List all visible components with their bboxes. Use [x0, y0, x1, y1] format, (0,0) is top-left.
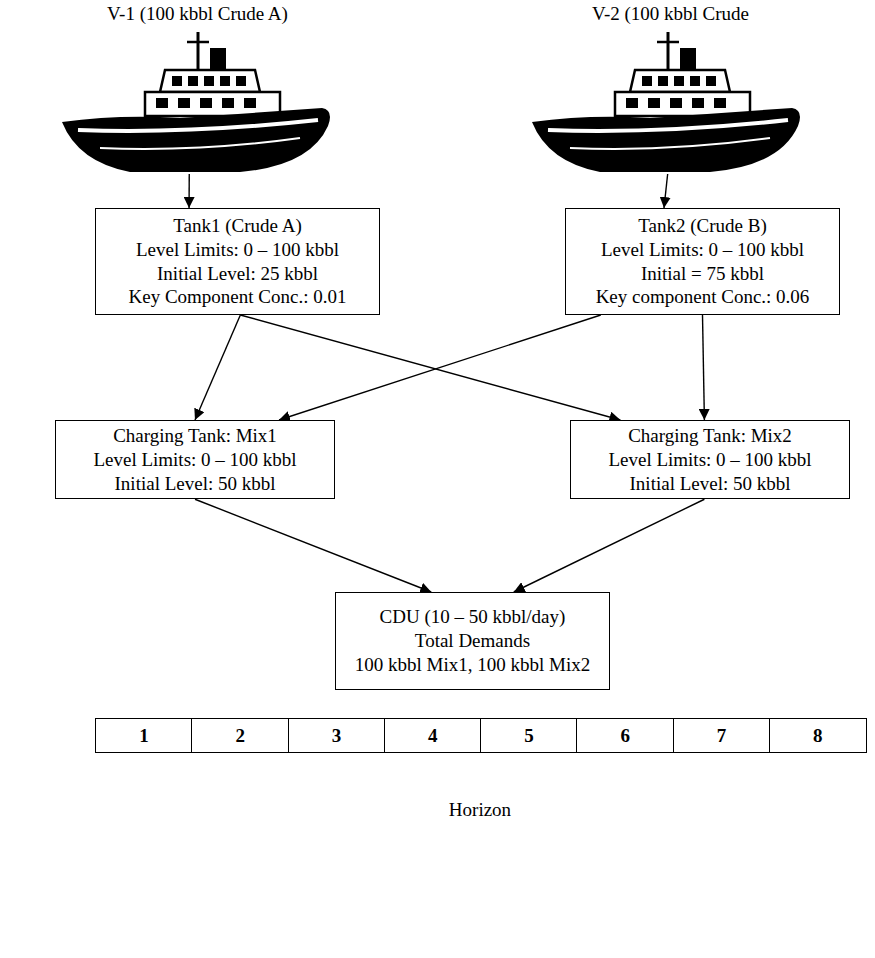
horizon-cell: 7	[673, 718, 771, 753]
charging-tank-box: Charging Tank: Mix1Level Limits: 0 – 100…	[55, 420, 335, 499]
flow-arrow	[188, 174, 190, 208]
tugboat-illustration	[530, 30, 805, 175]
flow-arrow	[240, 315, 620, 420]
node-detail: Key component Conc.: 0.06	[596, 285, 810, 309]
vessel-node: V-1 (100 kbbl Crude A)	[60, 2, 335, 174]
charging-tank-box: Charging Tank: Mix2Level Limits: 0 – 100…	[570, 420, 850, 499]
horizon-cell: 5	[480, 718, 578, 753]
flow-arrow	[195, 315, 240, 420]
node-detail: Level Limits: 0 – 100 kbbl	[136, 238, 339, 262]
horizon-cell: 3	[288, 718, 386, 753]
node-detail: Initial Level: 25 kbbl	[157, 262, 318, 286]
node-detail: 100 kbbl Mix1, 100 kbbl Mix2	[355, 653, 590, 677]
flow-arrow	[514, 499, 705, 592]
node-detail: Initial Level: 50 kbbl	[630, 472, 791, 496]
horizon-cell: 8	[769, 718, 867, 753]
node-heading: Tank2 (Crude B)	[638, 214, 766, 238]
flow-arrow	[703, 315, 705, 420]
storage-tank-box: Tank2 (Crude B)Level Limits: 0 – 100 kbb…	[565, 208, 840, 315]
horizon-cell: 4	[384, 718, 482, 753]
node-heading: Charging Tank: Mix2	[628, 424, 792, 448]
tugboat-illustration	[60, 30, 335, 175]
node-detail: Level Limits: 0 – 100 kbbl	[601, 238, 804, 262]
horizon-cell: 2	[191, 718, 289, 753]
node-detail: Initial Level: 50 kbbl	[115, 472, 276, 496]
cdu-box: CDU (10 – 50 kbbl/day)Total Demands100 k…	[335, 592, 610, 690]
tugboat-drawing	[62, 32, 330, 172]
flow-arrow	[664, 174, 668, 208]
horizon-cell: 6	[576, 718, 674, 753]
node-heading: V-2 (100 kbbl Crude	[592, 2, 749, 26]
vessel-node: V-2 (100 kbbl Crude	[528, 2, 813, 174]
storage-tank-box: Tank1 (Crude A)Level Limits: 0 – 100 kbb…	[95, 208, 380, 315]
node-detail: Initial = 75 kbbl	[641, 262, 764, 286]
flow-arrow	[279, 315, 601, 420]
node-heading: Tank1 (Crude A)	[173, 214, 301, 238]
axis-label: Horizon	[449, 798, 511, 822]
node-heading: V-1 (100 kbbl Crude A)	[107, 2, 288, 26]
node-detail: Key Component Conc.: 0.01	[129, 285, 347, 309]
node-heading: Charging Tank: Mix1	[113, 424, 277, 448]
node-detail: Level Limits: 0 – 100 kbbl	[93, 448, 296, 472]
node-detail: Level Limits: 0 – 100 kbbl	[608, 448, 811, 472]
flow-arrow	[195, 499, 431, 592]
horizon-cell: 1	[95, 718, 193, 753]
node-heading: CDU (10 – 50 kbbl/day)	[380, 605, 566, 629]
tugboat-drawing	[532, 32, 800, 172]
node-detail: Total Demands	[415, 629, 530, 653]
